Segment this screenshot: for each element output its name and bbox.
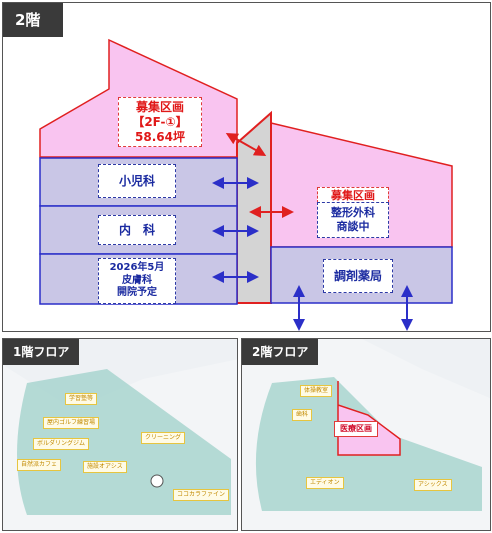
floor1-map-panel: 1階フロア 学習塾等 屋内ゴルフ練習場 ボルダリングジム 自然派カフェ クリーニ… [2, 338, 238, 531]
recruit-a-line1: 募集区画 [135, 99, 184, 114]
recruit-b-line2: 商談中 [336, 220, 370, 233]
pharmacy-label: 調剤薬局 [323, 259, 393, 293]
pediatrics-label: 小児科 [98, 164, 176, 198]
floor1-label-4: クリーニング [141, 432, 186, 444]
floor2-label-1: 歯科 [292, 409, 313, 421]
floor1-map-drawing [3, 339, 237, 530]
floor-tag: 2階 [3, 3, 63, 37]
derm-line2: 皮膚科 [122, 274, 152, 286]
derm-line3: 開院予定 [117, 287, 157, 299]
recruit-a-line3: 58.64坪 [135, 129, 185, 144]
floor2-label-0: 体操教室 [300, 385, 333, 397]
recruit-a-label: 募集区画 【2F-①】 58.64坪 [118, 97, 202, 147]
floor1-label-2: ボルダリングジム [33, 438, 90, 450]
floor2-tag: 2階フロア [242, 339, 319, 365]
floor1-label-3: 自然派カフェ [17, 459, 62, 471]
floor1-label-0: 学習塾等 [65, 393, 98, 405]
floor2-label-2: 医療区画 [334, 421, 378, 437]
floor1-label-1: 屋内ゴルフ練習場 [43, 417, 100, 429]
derm-label: 2026年5月 皮膚科 開院予定 [98, 258, 176, 304]
floor1-building-shape [17, 369, 231, 515]
pediatrics-text: 小児科 [118, 173, 155, 188]
recruit-b-title: 募集区画 [317, 187, 389, 203]
escalator-icon [150, 474, 164, 488]
derm-line1: 2026年5月 [109, 262, 165, 274]
floor-plan-panel: 2階 募集区画 【2F-①】 58.64坪 小児科 内 科 [2, 2, 491, 332]
internal-label: 内 科 [98, 215, 176, 245]
floor1-label-5: 施設オアシス [83, 461, 127, 473]
floor1-tag: 1階フロア [3, 339, 80, 365]
floor-plan-drawing [39, 38, 453, 331]
recruit-a-line2: 【2F-①】 [132, 114, 188, 129]
recruit-b-line1: 整形外科 [331, 206, 375, 220]
recruit-b-label: 整形外科 商談中 [317, 202, 389, 238]
floor2-map-panel: 2階フロア 体操教室 歯科 医療区画 エディオン アシックス [241, 338, 491, 531]
floor2-label-4: アシックス [414, 479, 452, 491]
pharmacy-text: 調剤薬局 [333, 268, 382, 283]
floor2-label-3: エディオン [306, 477, 344, 489]
internal-text: 内 科 [118, 222, 155, 237]
arrow-recruit-a [225, 133, 267, 156]
floor1-label-6: ココカラファイン [173, 489, 230, 501]
